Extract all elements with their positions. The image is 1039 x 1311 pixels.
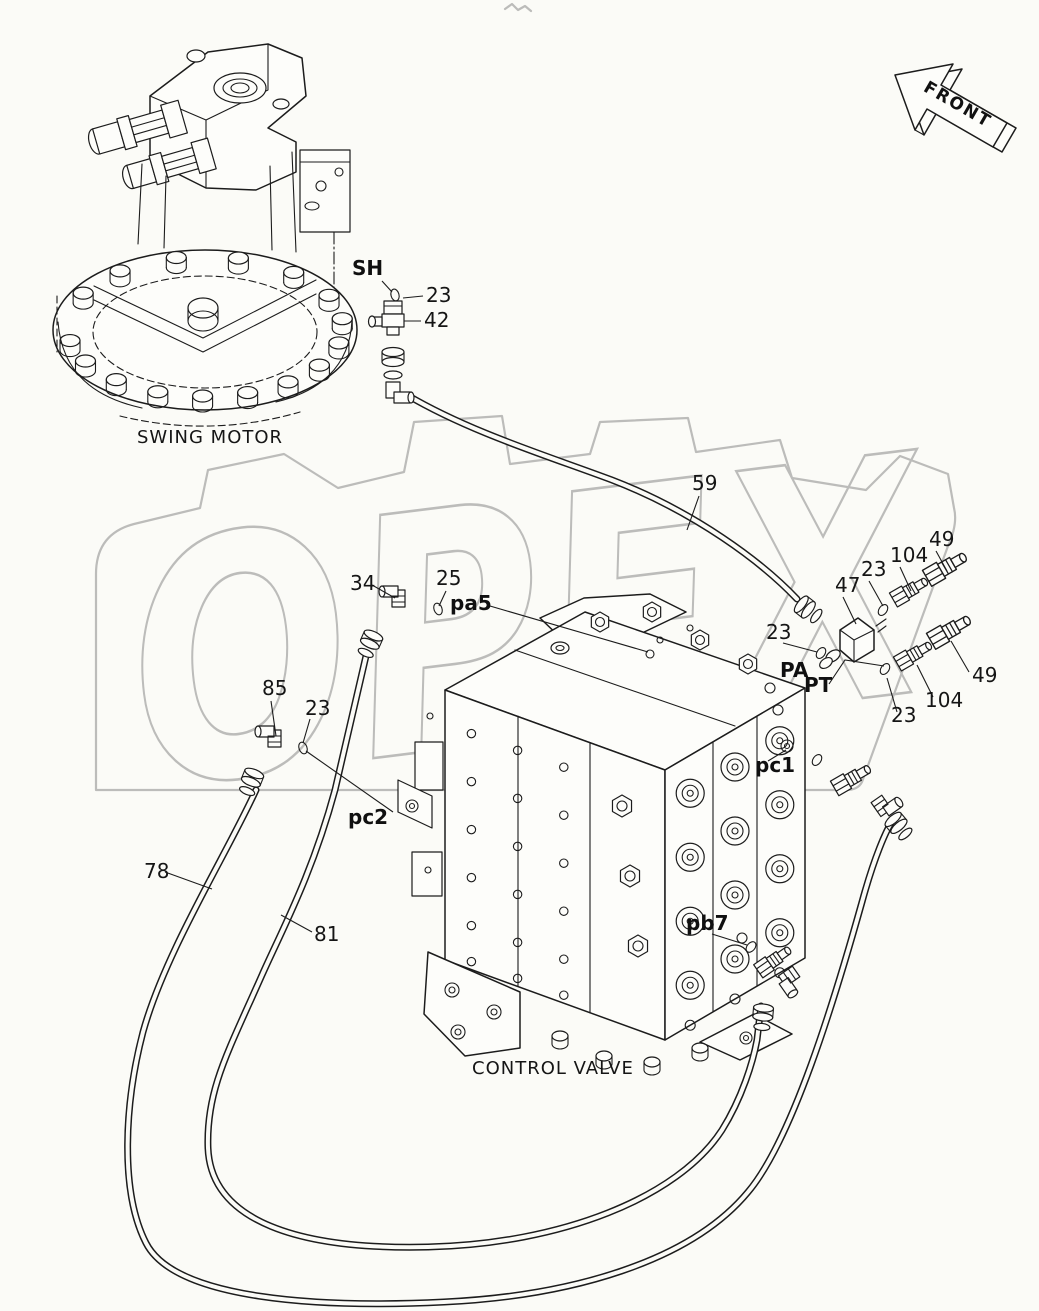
leader-23 [886, 677, 898, 713]
callout-pc1: pc1 [755, 753, 795, 777]
leader-49 [950, 640, 970, 673]
callout-23: 23 [891, 703, 916, 727]
watermark-gear-outline [94, 414, 957, 792]
sh-fitting-stack [367, 300, 415, 404]
leader-104 [899, 566, 912, 592]
leader-pa5 [489, 605, 649, 653]
valve-right-face [664, 687, 806, 1041]
leader-23 [782, 642, 818, 653]
leader-25 [438, 590, 447, 607]
swing-motor-drawing [52, 43, 358, 427]
pc2-wing [397, 779, 433, 829]
pa5-port [645, 649, 655, 659]
leader-23 [302, 718, 311, 744]
callout-23: 23 [766, 620, 791, 644]
callout-59: 59 [692, 471, 717, 495]
callout-pb7: pb7 [686, 911, 729, 935]
flange-bolt-bosses [59, 250, 353, 413]
callout-42: 42 [424, 308, 449, 332]
callout-pc2: pc2 [348, 805, 388, 829]
callout-78: 78 [144, 859, 169, 883]
callout-49: 49 [929, 527, 954, 551]
valve-fitting-42 [367, 300, 405, 336]
leader-34 [371, 584, 396, 599]
leader-SH [381, 280, 393, 293]
leader-23 [402, 295, 424, 299]
block-fitting-47 [819, 617, 887, 670]
callout-85: 85 [262, 676, 287, 700]
relief-valve-1 [87, 99, 188, 155]
leader-81 [280, 914, 313, 933]
callout-104: 104 [890, 543, 928, 567]
callout-23: 23 [861, 557, 886, 581]
pc1-port [780, 739, 794, 753]
leader-59 [686, 495, 700, 531]
callout-81: 81 [314, 922, 339, 946]
pt-port [772, 704, 784, 716]
leader-pc2 [305, 750, 394, 813]
fittings-layer [238, 288, 972, 1032]
mounting-bracket [299, 149, 351, 233]
leader-pb7 [711, 933, 748, 946]
control-valve-drawing [397, 593, 806, 1076]
front-arrow-face [894, 63, 1008, 148]
hoses [124, 391, 898, 1308]
pc2-port [405, 799, 419, 813]
control-valve-label: CONTROL VALVE [472, 1058, 634, 1079]
leader-85 [270, 700, 277, 737]
callout-PT: PT [804, 673, 833, 697]
callout-PA: PA [780, 658, 809, 682]
pa-port [764, 682, 776, 694]
elbow-fitting [385, 381, 415, 404]
leader-104 [916, 664, 934, 698]
callout-23: 23 [426, 283, 451, 307]
callout-47: 47 [835, 573, 860, 597]
callout-25: 25 [436, 566, 461, 590]
leader-pc1 [767, 749, 787, 762]
leader-23 [868, 580, 884, 607]
callout-SH: SH [352, 256, 383, 280]
swing-motor-label: SWING MOTOR [137, 427, 283, 448]
callout-34: 34 [350, 571, 375, 595]
hose-connector [381, 346, 405, 380]
leader-47 [842, 596, 857, 625]
callout-pa5: pa5 [450, 591, 492, 615]
top-edge-artifact [503, 2, 533, 13]
callout-49: 49 [972, 663, 997, 687]
callout-104: 104 [925, 688, 963, 712]
callout-23: 23 [305, 696, 330, 720]
front-arrow: FRONT [894, 63, 1017, 153]
leader-PT [828, 659, 885, 685]
leader-49 [935, 550, 948, 572]
leader-78 [164, 871, 213, 890]
valve-ports [424, 601, 795, 1076]
